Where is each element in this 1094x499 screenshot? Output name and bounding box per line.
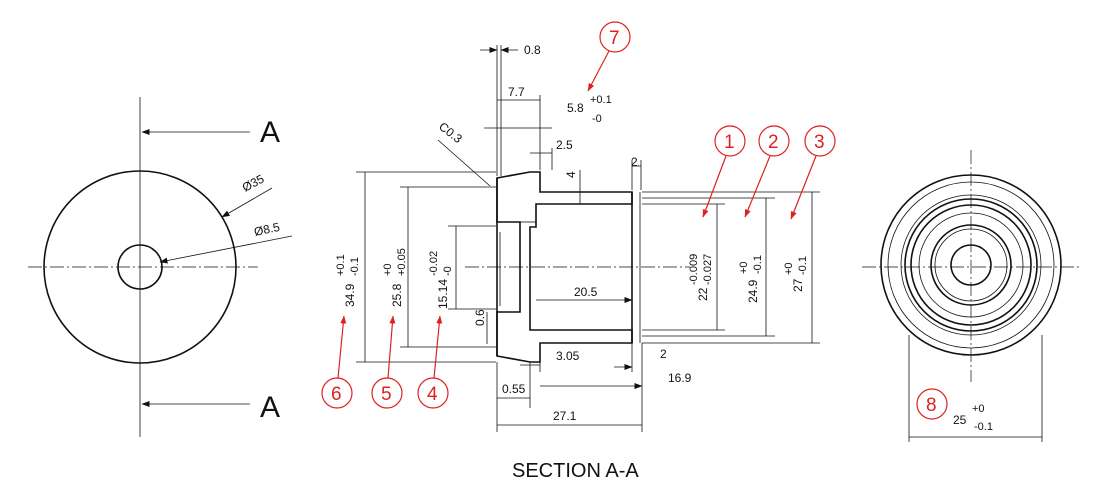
tol-15-14-lower: -0 xyxy=(442,266,454,276)
dim-2-5: 2.5 xyxy=(556,138,573,152)
callout-2-leader xyxy=(744,155,771,218)
tol-5-8-lower: -0 xyxy=(592,113,602,125)
tol-27-lower: -0.1 xyxy=(797,256,809,275)
dim-16-9: 16.9 xyxy=(668,371,692,385)
section-letter-bottom: A xyxy=(260,391,280,424)
tol-34-9-upper: +0.1 xyxy=(335,254,347,276)
callout-5-leader xyxy=(387,315,396,379)
callout-8-circle xyxy=(916,388,948,420)
dim-4: 4 xyxy=(564,171,578,178)
callout-1: 1 xyxy=(724,132,735,153)
dim-0-6: 0.6 xyxy=(473,309,487,326)
callout-6: 6 xyxy=(331,384,342,405)
tol-25-8: 25.8 +0 +0.05 xyxy=(382,248,408,307)
tol-25-8-lower: +0.05 xyxy=(396,248,408,276)
tol-34-9-lower: -0.1 xyxy=(349,257,361,276)
right-circle-6 xyxy=(918,212,1024,318)
outer-circle xyxy=(43,170,237,364)
tol-15-14-nominal: 15.14 xyxy=(436,279,450,309)
callout-6-circle xyxy=(321,377,353,409)
right-circle-8 xyxy=(934,228,1008,302)
tol-22-lower: -0.027 xyxy=(702,254,714,285)
leader-dia-inner xyxy=(159,235,293,264)
tol-25-8-upper: +0 xyxy=(382,263,394,276)
right-bore-circle xyxy=(950,244,992,286)
tol-25-upper: +0 xyxy=(972,403,985,415)
tol-15-14-upper: -0.02 xyxy=(428,251,440,276)
callout-2-circle xyxy=(758,125,790,157)
callout-7-circle xyxy=(599,21,631,53)
callout-5-circle xyxy=(371,377,403,409)
section-letter-top: A xyxy=(260,116,280,149)
right-circle-2 xyxy=(887,181,1055,349)
left-view: A A Ø35 Ø8.5 xyxy=(28,97,293,437)
tol-34-9-nominal: 34.9 xyxy=(343,283,357,307)
dim-3-05: 3.05 xyxy=(556,349,580,363)
right-circle-4 xyxy=(904,198,1038,332)
tol-25-lower: -0.1 xyxy=(974,421,993,433)
callout-5: 5 xyxy=(381,384,392,405)
tol-5-8-nominal: 5.8 xyxy=(567,101,584,115)
callout-4-circle xyxy=(417,377,449,409)
right-view: 25 +0 -0.1 xyxy=(862,150,1080,442)
tol-27: 27 +0 -0.1 xyxy=(783,256,809,292)
right-circle-5 xyxy=(910,204,1032,326)
callout-1-leader xyxy=(702,155,727,218)
right-circle-3 xyxy=(900,194,1042,336)
callout-7: 7 xyxy=(609,28,620,49)
callout-2: 2 xyxy=(768,132,779,153)
dim-27-1: 27.1 xyxy=(553,409,577,423)
section-view: 0.8 7.7 2.5 2 20.5 3.05 2 16.9 0.55 27.1… xyxy=(335,43,820,482)
right-circle-7 xyxy=(930,224,1012,306)
callout-3: 3 xyxy=(814,132,825,153)
callout-7-leader xyxy=(587,50,610,92)
right-outer-circle xyxy=(880,174,1062,356)
tol-15-14: 15.14 -0.02 -0 xyxy=(428,251,454,309)
tol-24-9-upper: +0 xyxy=(738,261,750,274)
dim-2-top: 2 xyxy=(631,155,638,169)
tol-24-9: 24.9 +0 -0.1 xyxy=(738,255,764,303)
tol-22: 22 -0.009 -0.027 xyxy=(688,254,714,301)
tol-5-8: 5.8 +0.1 -0 xyxy=(567,94,612,125)
callout-4: 4 xyxy=(427,384,438,405)
tol-22-upper: -0.009 xyxy=(688,254,700,285)
callout-1-circle xyxy=(714,125,746,157)
leader-dia-outer xyxy=(221,187,273,218)
dim-0-8: 0.8 xyxy=(524,43,541,57)
callout-8: 8 xyxy=(926,395,937,416)
callouts: 1 2 3 4 5 6 7 8 xyxy=(321,21,948,420)
chamfer-leader xyxy=(437,139,491,187)
dim-0-55: 0.55 xyxy=(502,382,526,396)
callout-3-leader xyxy=(790,155,817,220)
tol-25: 25 +0 -0.1 xyxy=(953,403,993,433)
callout-6-leader xyxy=(337,315,347,379)
tol-24-9-nominal: 24.9 xyxy=(746,279,760,303)
dim-20-5: 20.5 xyxy=(574,285,598,299)
tol-27-nominal: 27 xyxy=(791,278,805,292)
tol-34-9: 34.9 +0.1 -0.1 xyxy=(335,254,361,307)
section-caption: SECTION A-A xyxy=(512,460,639,482)
tol-24-9-lower: -0.1 xyxy=(752,255,764,274)
tol-25-nominal: 25 xyxy=(953,413,967,427)
dim-7-7: 7.7 xyxy=(508,85,525,99)
dia-inner-label: Ø8.5 xyxy=(253,220,282,239)
dia-outer-label: Ø35 xyxy=(240,171,267,194)
tol-27-upper: +0 xyxy=(783,262,795,275)
callout-3-circle xyxy=(804,125,836,157)
tol-25-8-nominal: 25.8 xyxy=(390,283,404,307)
tol-5-8-upper: +0.1 xyxy=(590,94,612,106)
bore-circle xyxy=(117,244,163,290)
dim-2-bottom: 2 xyxy=(660,347,667,361)
callout-4-leader xyxy=(433,315,443,379)
tol-22-nominal: 22 xyxy=(696,287,710,301)
